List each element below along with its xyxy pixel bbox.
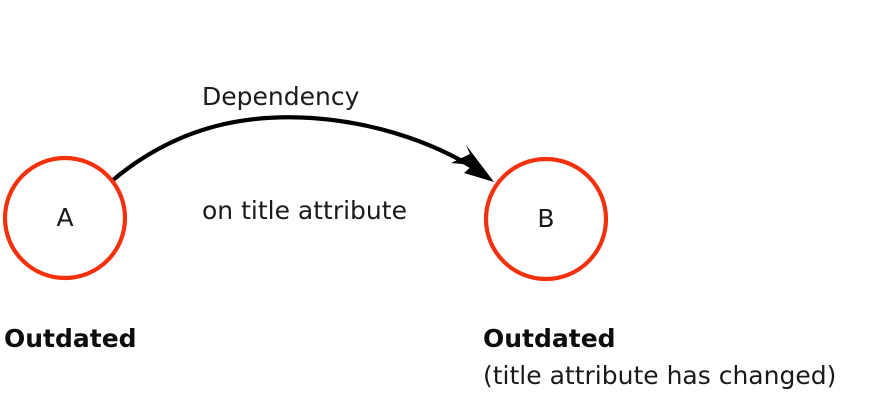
node-b[interactable]: B: [483, 156, 609, 282]
dependency-arrowhead-icon: [451, 145, 494, 182]
node-a-circle: [2, 155, 128, 281]
dependency-edge-label-line1: Dependency: [202, 82, 360, 111]
node-b-status: Outdated (title attribute has changed): [483, 320, 836, 394]
dependency-edge[interactable]: [110, 115, 494, 183]
node-b-circle: [483, 156, 609, 282]
node-a-status-title: Outdated: [4, 324, 137, 353]
dependency-edge-label-line2: on title attribute: [202, 196, 407, 225]
node-b-status-detail: (title attribute has changed): [483, 361, 837, 390]
node-b-status-title: Outdated: [483, 324, 616, 353]
node-b-label: B: [537, 204, 554, 233]
dependency-edge-curve: [110, 115, 489, 183]
node-a[interactable]: A: [2, 155, 128, 281]
node-a-label: A: [56, 203, 73, 232]
node-a-status: Outdated: [4, 320, 137, 357]
dependency-edge-label: Dependency on title attribute: [202, 2, 407, 306]
